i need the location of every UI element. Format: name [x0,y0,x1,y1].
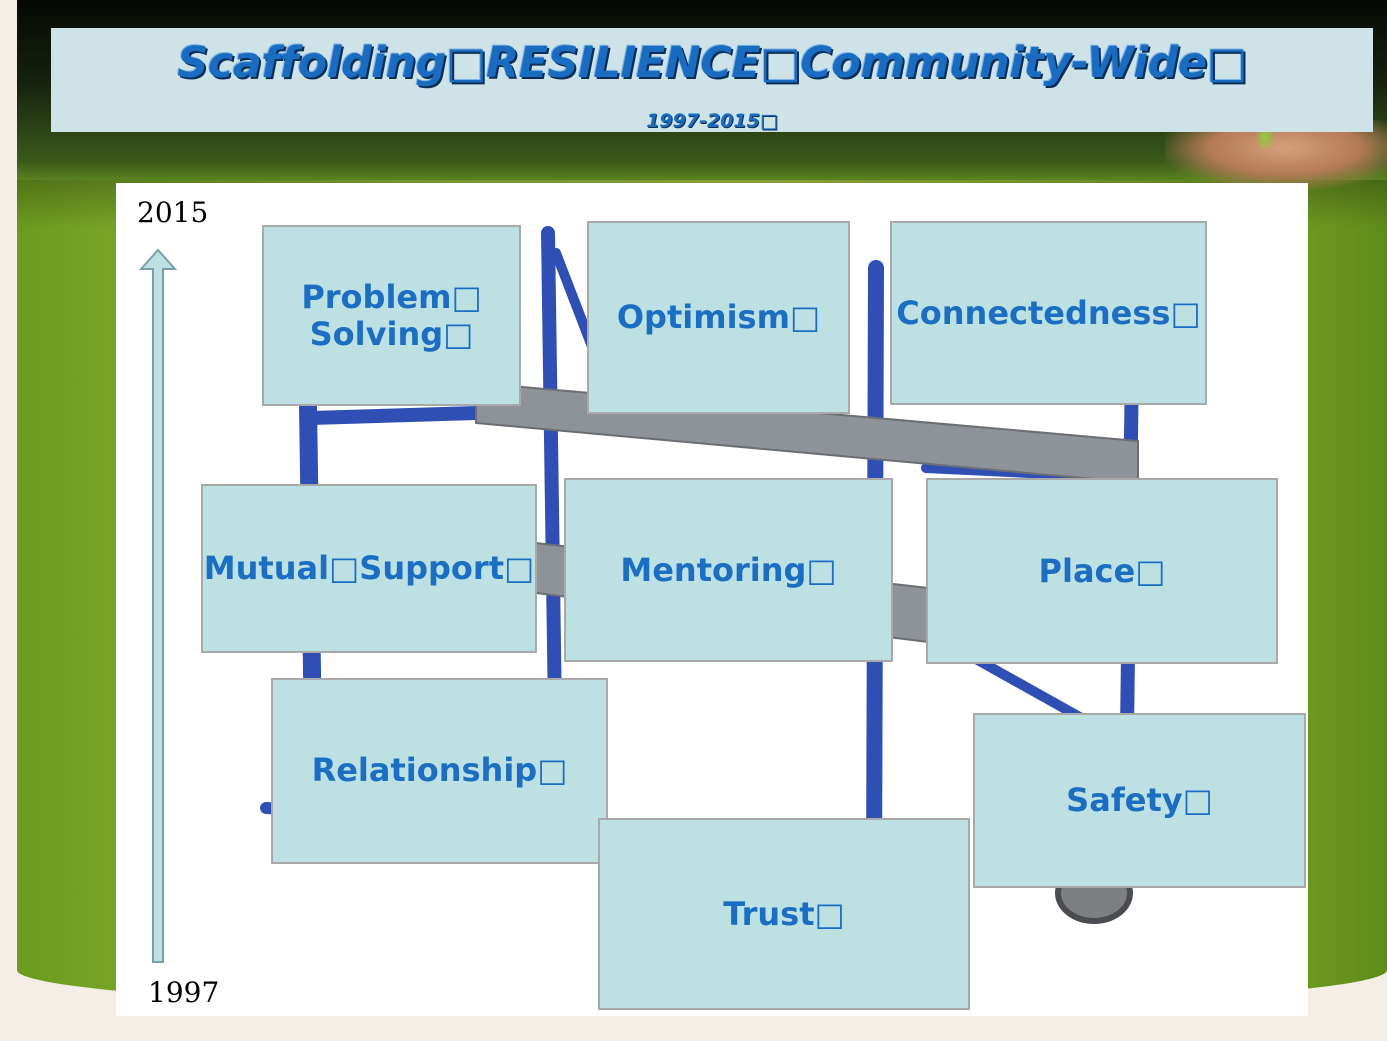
box-optimism: Optimism□ [587,221,850,414]
scaffold-brace [304,406,483,425]
title-band [51,28,1373,132]
box-place: Place□ [926,478,1278,664]
box-problem-solving: Problem□ Solving□ [262,225,521,406]
box-problem-solving-label: Problem□ Solving□ [301,277,482,353]
slide-title: Scaffolding□RESILIENCE□Community-Wide□ [177,38,1247,88]
box-connectedness-label: Connectedness□ [896,293,1201,332]
slide-subtitle: 1997-2015□ [646,110,778,132]
box-connectedness: Connectedness□ [890,221,1207,405]
box-trust-label: Trust□ [723,894,845,933]
timeline-bottom-year: 1997 [148,976,220,1009]
box-mutual-support: Mutual□Support□ [201,484,537,653]
box-trust: Trust□ [598,818,970,1010]
box-optimism-label: Optimism□ [616,298,821,337]
box-safety-label: Safety□ [1066,781,1213,820]
box-place-label: Place□ [1038,551,1166,590]
box-relationship: Relationship□ [271,678,608,864]
box-mutual-support-label: Mutual□Support□ [203,549,535,588]
box-safety: Safety□ [973,713,1306,888]
box-mentoring: Mentoring□ [564,478,893,662]
timeline-up-arrow [138,248,178,963]
box-relationship-label: Relationship□ [311,751,568,789]
timeline-top-year: 2015 [137,196,209,229]
box-mentoring-label: Mentoring□ [620,550,837,589]
